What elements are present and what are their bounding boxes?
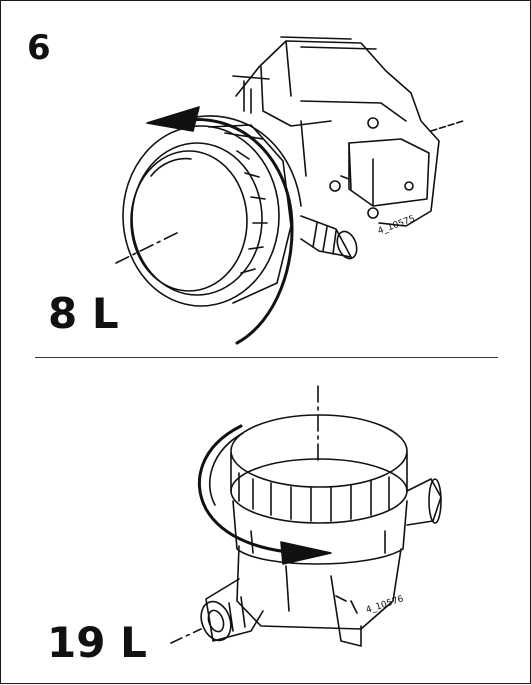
filter-8l-illustration: 4_10575: [115, 36, 464, 345]
section-divider: [35, 357, 498, 358]
pump-housing: [232, 36, 464, 227]
filter-base: [170, 545, 402, 647]
part-number-bottom: 4_10576: [365, 594, 405, 616]
step-number: 6: [27, 28, 51, 68]
rotation-arrow-icon: [197, 424, 332, 565]
rotation-arrow-icon: [146, 106, 302, 345]
filter-lid: [230, 414, 408, 524]
hose-nozzle-right: [406, 478, 442, 526]
capacity-label-19l: 19 L: [47, 618, 147, 667]
filter-bowl-19l: [232, 500, 408, 565]
filter-bowl: [115, 124, 292, 307]
capacity-label-8l: 8 L: [48, 289, 119, 338]
hose-nozzle: [300, 215, 358, 260]
